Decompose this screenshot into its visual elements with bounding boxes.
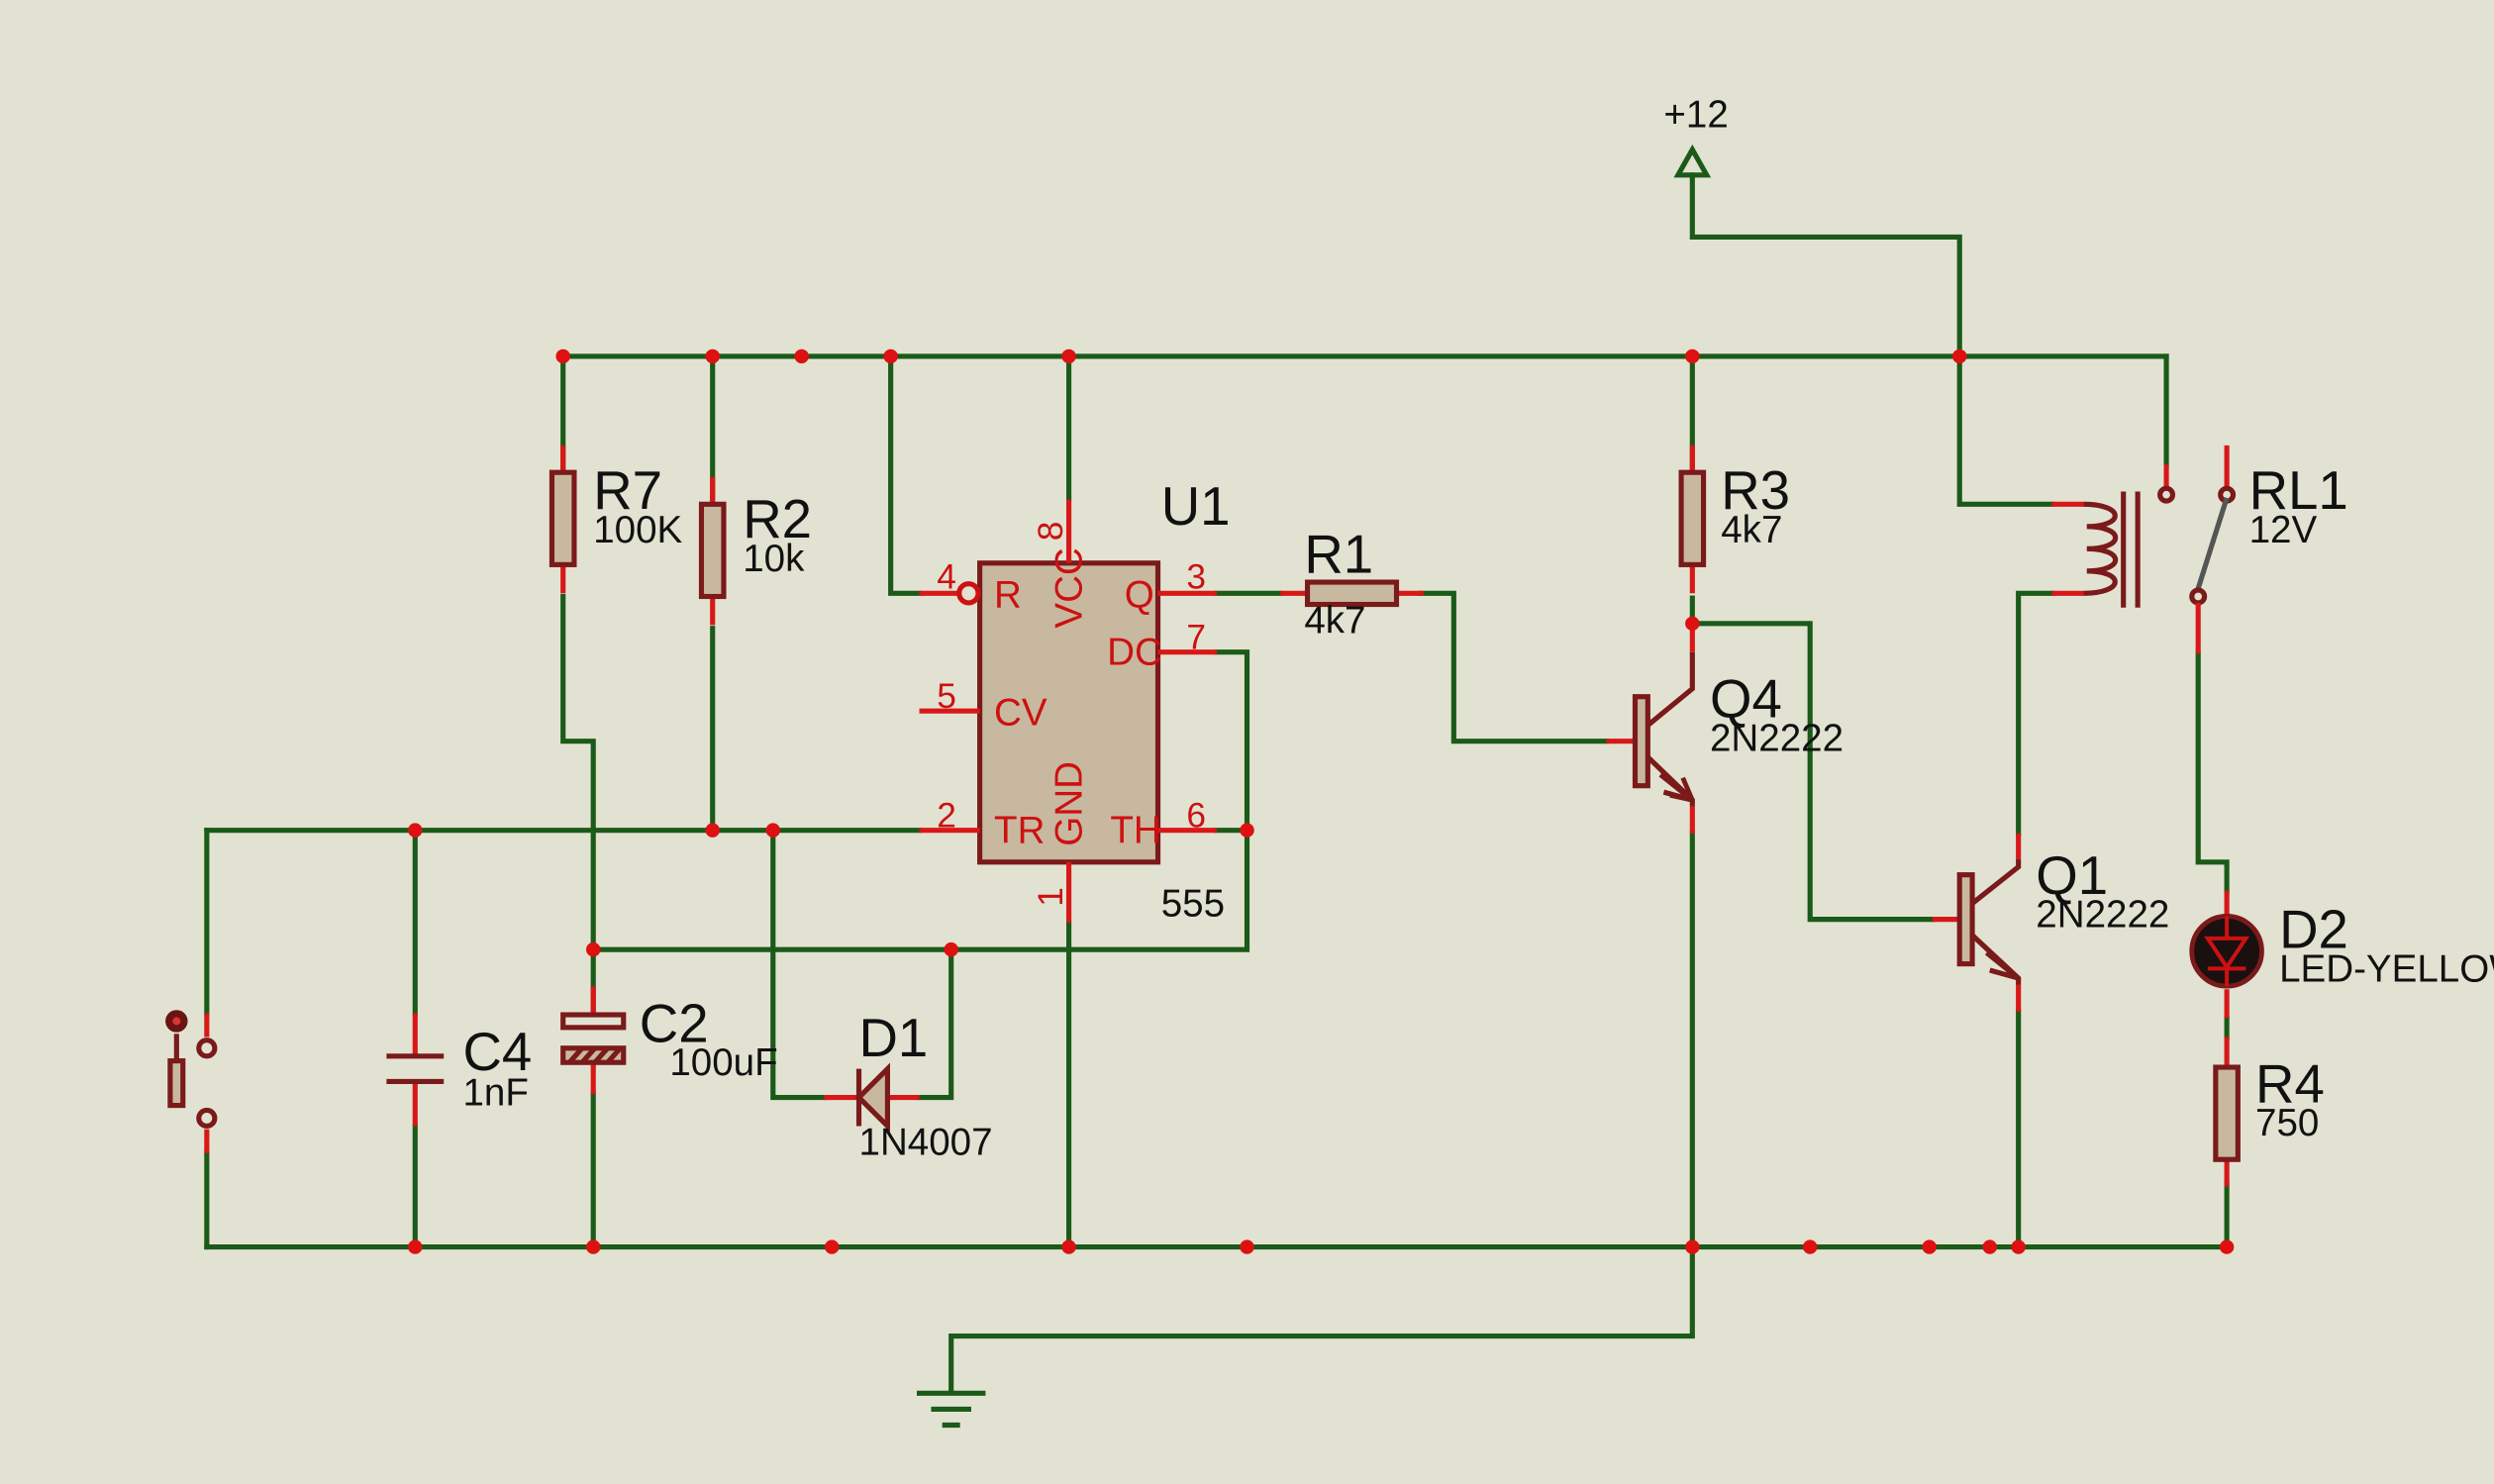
d2-ref: D2 [2279, 900, 2348, 960]
pin-num-7: 7 [1186, 619, 1206, 657]
rl1-value: 12V [2249, 509, 2318, 551]
q1-ref: Q1 [2036, 845, 2108, 906]
power-label: +12 [1663, 94, 1728, 137]
ic-555: R Q DC CV TR TH VCC GND 4 8 3 7 5 2 6 1 … [919, 476, 1231, 925]
pin-num-1: 1 [1032, 887, 1070, 907]
relay-rl1: RL1 12V [2051, 445, 2348, 654]
r4-value: 750 [2255, 1102, 2319, 1144]
r4-ref: R4 [2255, 1053, 2325, 1114]
r2-ref: R2 [743, 489, 812, 549]
ground-symbol [916, 1390, 986, 1429]
pin-name-gnd: GND [1047, 761, 1090, 846]
wire-supply [1689, 172, 1962, 359]
wire-r1-q4 [1418, 590, 1610, 744]
r2-value: 10k [743, 538, 805, 580]
pin-num-4: 4 [937, 557, 956, 596]
wire-r7-bottom [560, 593, 596, 1016]
led-d2: D2 LED-YELLOW [2189, 890, 2494, 1019]
r3-ref: R3 [1721, 460, 1790, 521]
wire-reset [888, 353, 923, 596]
c2-value: 100uF [669, 1041, 777, 1084]
resistor-r3: R3 4k7 [1678, 445, 1790, 594]
pin-num-5: 5 [937, 677, 956, 716]
wire-d1-right [916, 946, 954, 1101]
c4-ref: C4 [462, 1022, 532, 1082]
c2-ref: C2 [640, 993, 709, 1053]
pin-num-6: 6 [1186, 796, 1206, 835]
diode-d1: D1 1N4007 [824, 1008, 993, 1163]
wire-d1-left [770, 828, 827, 1101]
pin-num-2: 2 [937, 796, 956, 835]
pin-name-cv: CV [994, 692, 1047, 735]
r1-value: 4k7 [1304, 599, 1365, 642]
capacitor-c2: C2 100uF [560, 986, 778, 1095]
push-button-switch [165, 1010, 218, 1153]
wire-coil-top [1956, 353, 2054, 507]
pin-name-vcc: VCC [1047, 547, 1090, 628]
r1-ref: R1 [1304, 524, 1373, 584]
wire-coil-bottom [2016, 590, 2054, 837]
ic-value: 555 [1161, 882, 1225, 925]
transistor-q4: Q4 2N2222 [1606, 623, 1844, 834]
q1-value: 2N2222 [2036, 894, 2169, 937]
c4-value: 1nF [462, 1072, 528, 1115]
d1-ref: D1 [859, 1008, 929, 1068]
transistor-q1: Q1 2N2222 [1932, 833, 2169, 1012]
r7-value: 100K [593, 509, 682, 551]
q4-ref: Q4 [1710, 669, 1782, 730]
wire-q4c-q1b [1689, 621, 1936, 923]
r3-value: 4k7 [1721, 509, 1782, 551]
q4-value: 2N2222 [1710, 717, 1844, 759]
ic-ref: U1 [1161, 476, 1231, 537]
pin-num-3: 3 [1186, 557, 1206, 596]
resistor-r1: R1 4k7 [1280, 524, 1424, 642]
power-symbol: +12 [1663, 94, 1729, 178]
pin-name-th: TH [1110, 810, 1160, 852]
resistor-r7: R7 100K [549, 445, 683, 594]
wire-relay-out [2195, 650, 2230, 894]
wire-ground [948, 1243, 1695, 1395]
pin-name-r: R [994, 574, 1022, 617]
capacitor-c4: C4 1nF [386, 1013, 532, 1127]
rl1-ref: RL1 [2249, 460, 2348, 521]
d2-value: LED-YELLOW [2279, 947, 2494, 990]
r7-ref: R7 [593, 460, 662, 521]
resistor-r4: R4 750 [2213, 1037, 2325, 1187]
pin-num-8: 8 [1032, 522, 1070, 542]
pin-name-tr: TR [994, 810, 1045, 852]
d1-value: 1N4007 [859, 1121, 993, 1163]
junctions [408, 348, 2235, 1254]
resistor-r2: R2 10k [698, 477, 812, 626]
pin-name-q: Q [1125, 574, 1154, 617]
wires [204, 172, 2230, 1395]
wire-threshold-net [590, 649, 1250, 952]
pin-name-dc: DC [1107, 632, 1162, 674]
